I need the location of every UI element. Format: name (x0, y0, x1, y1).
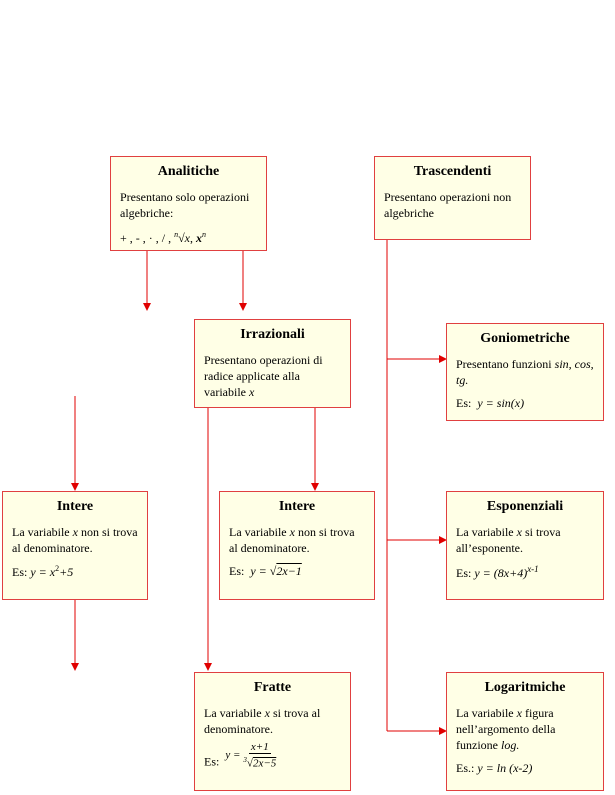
esponenziali-ex-formula: y = (8x+4) (474, 566, 528, 580)
intere-razionali-ex-tail: +5 (59, 565, 74, 579)
box-esponenziali: Esponenziali La variabile x si trova all… (446, 491, 604, 600)
box-trascendenti: Trascendenti Presentano operazioni non a… (374, 156, 531, 240)
intere-irrazionali-ex-label: Es: (229, 564, 245, 578)
box-goniometriche: Goniometriche Presentano funzioni sin, c… (446, 323, 604, 421)
fratte-fraction: x+1 3√2x−5 (243, 741, 276, 770)
goniometriche-title: Goniometriche (480, 331, 570, 346)
trascendenti-title: Trascendenti (413, 164, 492, 179)
intere-irrazionali-ex-formula: y = (250, 564, 267, 578)
esponenziali-ex-exp: x-1 (527, 564, 539, 574)
goniometriche-text-block: Presentano funzioni sin, cos, tg. (456, 356, 594, 388)
logaritmiche-ex-label: Es.: (456, 761, 475, 775)
analitiche-ops-line: + , - , · , / , n√x, xn (120, 230, 207, 245)
fratte-ex-num: x+1 (248, 741, 271, 754)
logaritmiche-example: Es.: y = ln (x-2) (456, 761, 594, 776)
intere-razionali-text-block: La variabile x non si trova al denominat… (12, 524, 138, 556)
analitiche-title: Analitiche (157, 164, 220, 179)
trascendenti-text: Presentano operazioni non algebriche (384, 190, 512, 220)
box-logaritmiche: Logaritmiche La variabile x figura nell’… (446, 672, 604, 791)
sqrt-symbol: √ (269, 564, 277, 578)
esponenziali-example: Es: y = (8x+4)x-1 (456, 564, 594, 581)
logaritmiche-text-b: figura nell’argomento della funzione (456, 706, 556, 752)
fratte-text-b: si trova al denominatore. (204, 706, 321, 736)
intere-irrazionali-text-a: La variabile (229, 525, 287, 539)
intere-razionali-var: x (72, 525, 78, 539)
fratte-ex-formula: y = (225, 749, 241, 762)
intere-irrazionali-text-block: La variabile x non si trova al denominat… (229, 524, 365, 556)
intere-irrazionali-title: Intere (278, 499, 316, 514)
intere-razionali-ex-formula: y = x (30, 565, 56, 579)
intere-irrazionali-text-b: non si trova al denominatore. (229, 525, 355, 555)
intere-razionali-text-a: La variabile (12, 525, 70, 539)
intere-irrazionali-ex-radicand: 2x−1 (276, 564, 302, 578)
fratte-example: Es: y = x+1 3√2x−5 (204, 741, 341, 770)
analitiche-root-index: n (174, 230, 179, 239)
irrazionali-var: x (248, 385, 255, 399)
goniometriche-ex-formula: y = sin(x) (477, 396, 525, 410)
analitiche-power-exp: n (202, 230, 207, 239)
logaritmiche-text-block: La variabile x figura nell’argomento del… (456, 705, 594, 753)
intere-razionali-title: Intere (56, 499, 94, 514)
logaritmiche-func: log. (500, 738, 520, 752)
goniometriche-text: Presentano funzioni (456, 357, 552, 371)
irrazionali-text: Presentano operazioni di radice applicat… (204, 353, 323, 399)
intere-razionali-ex-exp: 2 (55, 564, 60, 573)
analitiche-root: √x (178, 231, 191, 245)
fratte-ex-label: Es: (204, 754, 220, 769)
intere-razionali-text-b: non si trova al denominatore. (12, 525, 138, 555)
goniometriche-example: Es: y = sin(x) (456, 396, 594, 411)
irrazionali-title: Irrazionali (240, 327, 305, 342)
goniometriche-ex-label: Es: (456, 396, 472, 410)
analitiche-text: Presentano solo operazioni algebriche: (120, 190, 250, 220)
esponenziali-title: Esponenziali (486, 499, 564, 514)
logaritmiche-title: Logaritmiche (484, 680, 566, 695)
fratte-ex-den: 2x−5 (252, 757, 277, 770)
logaritmiche-text-a: La variabile (456, 706, 514, 720)
fratte-ex-root-index: 3 (243, 756, 247, 764)
intere-irrazionali-example: Es: y = √2x−1 (229, 564, 365, 579)
intere-irrazionali-var: x (289, 525, 295, 539)
fratte-den-wrap: 3√2x−5 (243, 756, 277, 770)
analitiche-power: x (196, 231, 203, 245)
esponenziali-text-block: La variabile x si trova all’esponente. (456, 524, 594, 556)
fratte-text-a: La variabile (204, 706, 262, 720)
analitiche-ops: + , - , · , / , (120, 231, 172, 245)
box-intere-razionali: Intere La variabile x non si trova al de… (2, 491, 148, 600)
box-irrazionali: Irrazionali Presentano operazioni di rad… (194, 319, 351, 408)
box-analitiche: Analitiche Presentano solo operazioni al… (110, 156, 267, 251)
fratte-var: x (264, 706, 270, 720)
esponenziali-var: x (516, 525, 522, 539)
fratte-title: Fratte (253, 680, 292, 695)
esponenziali-text-a: La variabile (456, 525, 514, 539)
esponenziali-text-b: si trova all’esponente. (456, 525, 561, 555)
irrazionali-text-block: Presentano operazioni di radice applicat… (204, 352, 341, 400)
intere-razionali-example: Es: y = x2+5 (12, 564, 138, 580)
logaritmiche-ex-formula: y = ln (x-2) (477, 761, 533, 775)
box-intere-irrazionali: Intere La variabile x non si trova al de… (219, 491, 375, 600)
logaritmiche-var: x (516, 706, 522, 720)
fratte-text-block: La variabile x si trova al denominatore. (204, 705, 341, 737)
goniometriche-funcs: sin, cos, tg. (456, 357, 594, 387)
box-fratte: Fratte La variabile x si trova al denomi… (194, 672, 351, 791)
esponenziali-ex-label: Es: (456, 566, 472, 580)
intere-razionali-ex-label: Es: (12, 565, 28, 579)
